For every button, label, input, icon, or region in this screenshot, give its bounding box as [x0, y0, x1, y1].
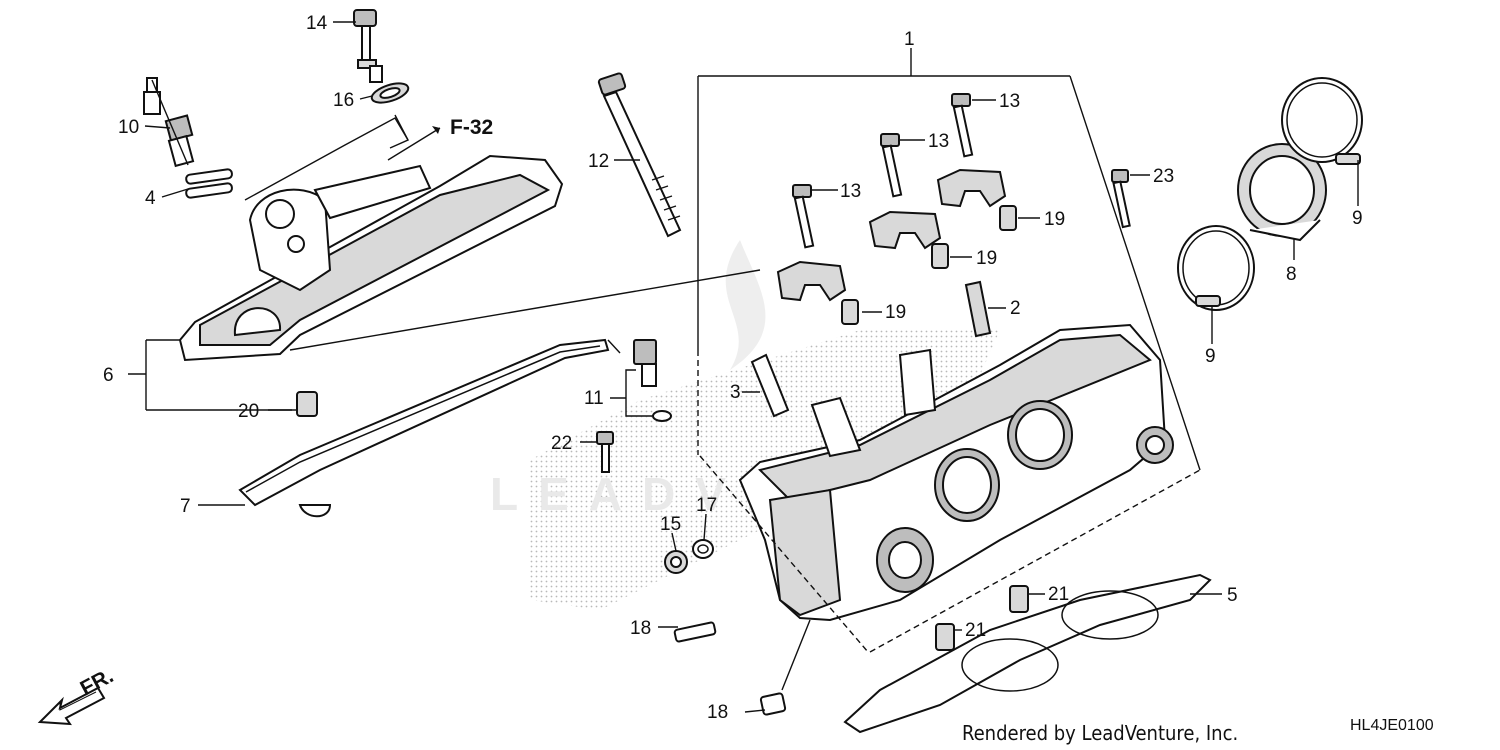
callout-1: 1: [904, 29, 915, 50]
callout-17: 17: [696, 495, 717, 516]
front-direction-arrow-icon: [37, 686, 106, 726]
insulator-band[interactable]: [1177, 77, 1363, 311]
sealing-washer[interactable]: [369, 80, 410, 107]
callout-19-mid: 19: [976, 248, 997, 269]
leader-lines: [128, 21, 1359, 713]
intake-insulator[interactable]: [1237, 143, 1327, 242]
callout-16: 16: [333, 90, 354, 111]
callout-6: 6: [103, 365, 114, 386]
cylinder-head[interactable]: [738, 323, 1174, 622]
head-stud-bolt[interactable]: [673, 621, 787, 716]
callout-15: 15: [660, 514, 681, 535]
cam-holder-bolt[interactable]: [792, 93, 974, 249]
callout-18-bottom: 18: [707, 702, 728, 723]
cylinder-head-cover[interactable]: [178, 154, 564, 362]
callout-2: 2: [1010, 298, 1021, 319]
callout-5: 5: [1227, 585, 1238, 606]
callout-14: 14: [306, 13, 328, 34]
cylinder-head-gasket[interactable]: [843, 573, 1212, 734]
reference-label[interactable]: F-32: [450, 116, 493, 139]
callout-7: 7: [180, 496, 191, 517]
dowel-pin[interactable]: [841, 205, 1017, 325]
callout-12: 12: [588, 151, 609, 172]
callout-4: 4: [145, 188, 156, 209]
callout-13-left: 13: [840, 181, 861, 202]
callout-21-left: 21: [965, 620, 986, 641]
breather-bolt[interactable]: [353, 9, 383, 83]
callout-9-top: 9: [1352, 208, 1363, 229]
plug-hole-pipe[interactable]: [750, 353, 790, 418]
camshaft-holder[interactable]: [776, 168, 1007, 302]
callout-23: 23: [1153, 166, 1174, 187]
cover-gasket[interactable]: [238, 338, 610, 518]
callout-9-bottom: 9: [1205, 346, 1216, 367]
callout-3: 3: [730, 382, 741, 403]
callout-10: 10: [118, 117, 139, 138]
callout-18-left: 18: [630, 618, 651, 639]
callout-11: 11: [584, 388, 604, 409]
stud-bolt[interactable]: [597, 72, 682, 238]
callout-22: 22: [551, 433, 572, 454]
callout-20: 20: [238, 401, 259, 422]
callout-19-top: 19: [1044, 209, 1065, 230]
sealing-plug[interactable]: [664, 539, 714, 574]
footer-credit: Rendered by LeadVenture, Inc.: [962, 721, 1238, 745]
callout-labels: 1 2 3 4 5 6 7 8 9 9 10 11 12 13 13 13 14…: [103, 13, 1363, 723]
temperature-sensor[interactable]: [633, 339, 672, 422]
flange-bolt[interactable]: [596, 431, 614, 473]
dowel-pin-cover[interactable]: [296, 391, 318, 417]
callout-13-right: 13: [999, 91, 1020, 112]
callout-8: 8: [1286, 264, 1297, 285]
spark-plug[interactable]: [143, 77, 195, 168]
callout-19-bottom: 19: [885, 302, 906, 323]
drawing-code: HL4JE0100: [1350, 717, 1434, 734]
callout-21-right: 21: [1048, 584, 1069, 605]
o-ring[interactable]: [185, 168, 233, 199]
valve-guide[interactable]: [964, 280, 992, 338]
callout-13-mid: 13: [928, 131, 949, 152]
side-bolt[interactable]: [1111, 169, 1131, 229]
head-dowel-pin[interactable]: [935, 585, 1029, 651]
